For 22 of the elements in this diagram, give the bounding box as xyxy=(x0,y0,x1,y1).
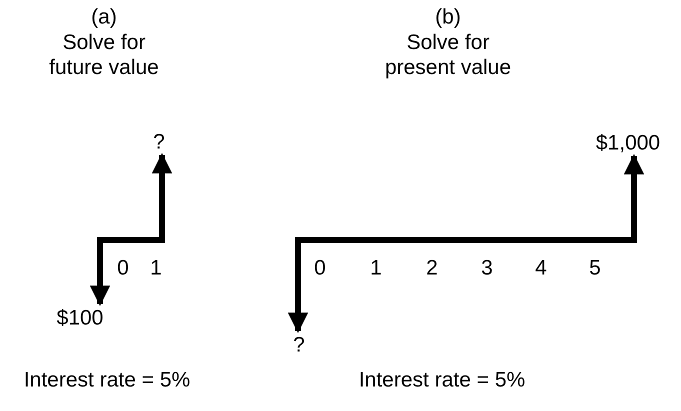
cash-flow-arrow xyxy=(90,237,110,306)
cash-flow-arrow xyxy=(624,154,644,243)
interest-rate-note: Interest rate = 5% xyxy=(24,368,190,392)
period-number: 0 xyxy=(117,256,129,280)
cash-flow-value: $1,000 xyxy=(596,130,660,156)
period-number: 3 xyxy=(481,256,493,280)
panel-title: Solve for present value xyxy=(384,30,512,80)
period-number: 1 xyxy=(150,256,162,280)
cash-flow-arrow xyxy=(288,237,308,334)
panel-label: (b) xyxy=(435,4,461,30)
period-number: 4 xyxy=(535,256,547,280)
period-number: 2 xyxy=(426,256,438,280)
cash-flow-value: $100 xyxy=(56,306,104,330)
panel-label: (a) xyxy=(91,4,117,30)
period-number: 1 xyxy=(370,256,382,280)
period-number: 5 xyxy=(589,256,601,280)
cash-flow-value: ? xyxy=(153,130,165,154)
period-number: 0 xyxy=(314,256,326,280)
panel-title: Solve for future value xyxy=(48,30,160,80)
cash-flow-arrow xyxy=(152,152,172,243)
cash-flow-value: ? xyxy=(293,332,305,358)
interest-rate-note: Interest rate = 5% xyxy=(358,368,526,392)
